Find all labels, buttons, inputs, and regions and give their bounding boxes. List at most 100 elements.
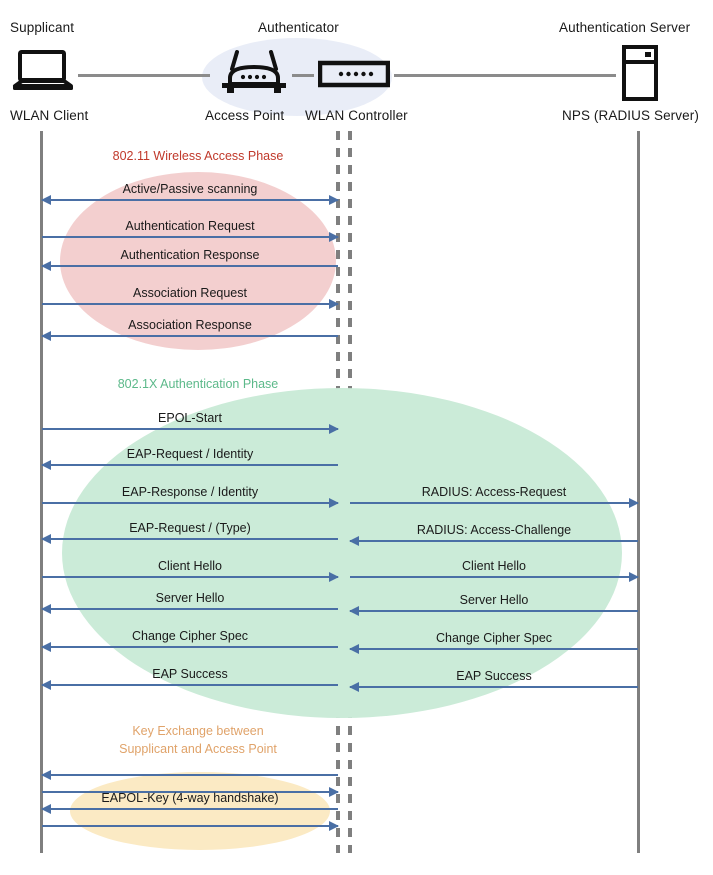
message-label: Server Hello bbox=[459, 593, 529, 607]
message-label: RADIUS: Access-Request bbox=[421, 485, 567, 499]
message-label: RADIUS: Access-Challenge bbox=[416, 523, 572, 537]
message-label: Active/Passive scanning bbox=[122, 182, 258, 196]
message-eapol-key-1 bbox=[41, 750, 338, 780]
message-change-cipher-spec-right: Change Cipher Spec bbox=[349, 624, 638, 654]
arrowhead-left-icon bbox=[41, 534, 51, 544]
phase-label-key-exchange-line1: Key Exchange between bbox=[132, 724, 264, 738]
actor-name-wlan-controller: WLAN Controller bbox=[305, 108, 408, 123]
phase-blob-key-exchange bbox=[70, 772, 330, 850]
arrowhead-right-icon bbox=[329, 299, 339, 309]
actor-role-authentication-server: Authentication Server bbox=[559, 20, 691, 35]
message-line bbox=[42, 576, 338, 578]
message-label: Authentication Response bbox=[120, 248, 260, 262]
phase-label-802-11: 802.11 Wireless Access Phase bbox=[112, 149, 284, 163]
arrowhead-right-icon bbox=[329, 424, 339, 434]
message-line bbox=[42, 199, 338, 201]
lifeline-auth-server bbox=[637, 131, 640, 853]
message-line bbox=[350, 610, 638, 612]
message-label: Change Cipher Spec bbox=[435, 631, 553, 645]
message-client-hello-left: Client Hello bbox=[42, 552, 339, 582]
message-line bbox=[42, 791, 338, 793]
message-authentication-response: Authentication Response bbox=[41, 241, 338, 271]
phase-blob-802-11 bbox=[60, 172, 336, 350]
arrowhead-left-icon bbox=[41, 770, 51, 780]
message-change-cipher-spec-left: Change Cipher Spec bbox=[41, 622, 338, 652]
wireless-access-point-icon bbox=[222, 50, 286, 93]
message-line bbox=[42, 774, 338, 776]
message-line bbox=[42, 608, 338, 610]
actor-name-wlan-client: WLAN Client bbox=[10, 108, 89, 123]
message-eap-response-identity: EAP-Response / Identity bbox=[42, 478, 339, 508]
server-tower-icon bbox=[622, 45, 658, 101]
message-label: EAP-Request / (Type) bbox=[129, 521, 251, 535]
message-line bbox=[350, 648, 638, 650]
network-switch-icon bbox=[318, 60, 390, 88]
wire-ap-to-controller bbox=[292, 74, 314, 77]
message-radius-access-request: RADIUS: Access-Request bbox=[350, 478, 639, 508]
message-eap-request-identity: EAP-Request / Identity bbox=[41, 440, 338, 470]
message-label: Authentication Request bbox=[125, 219, 255, 233]
message-label: EAP Success bbox=[152, 667, 228, 681]
message-line bbox=[42, 303, 338, 305]
laptop-icon bbox=[13, 50, 73, 90]
message-line bbox=[42, 428, 338, 430]
actor-name-nps-radius-server: NPS (RADIUS Server) bbox=[562, 108, 699, 123]
message-active-passive-scanning: Active/Passive scanning bbox=[41, 175, 339, 205]
message-line bbox=[350, 540, 638, 542]
lifeline-supplicant bbox=[40, 131, 43, 853]
message-association-request: Association Request bbox=[42, 279, 339, 309]
arrowhead-left-icon bbox=[349, 644, 359, 654]
arrowhead-left-icon bbox=[41, 680, 51, 690]
message-line bbox=[42, 646, 338, 648]
message-eapol-key-4 bbox=[42, 801, 339, 831]
message-server-hello-right: Server Hello bbox=[349, 586, 638, 616]
message-line bbox=[350, 576, 638, 578]
arrowhead-right-icon bbox=[329, 232, 339, 242]
arrowhead-left-icon bbox=[41, 642, 51, 652]
arrowhead-right-icon bbox=[329, 572, 339, 582]
wire-client-to-ap bbox=[78, 74, 210, 77]
message-line bbox=[42, 684, 338, 686]
message-label: Server Hello bbox=[155, 591, 225, 605]
message-line bbox=[350, 686, 638, 688]
message-association-response: Association Response bbox=[41, 311, 338, 341]
message-label: Change Cipher Spec bbox=[131, 629, 249, 643]
message-eapol-key-2 bbox=[42, 767, 339, 797]
message-line bbox=[42, 335, 338, 337]
message-server-hello-left: Server Hello bbox=[41, 584, 338, 614]
phase-blob-802-1x bbox=[62, 388, 622, 718]
message-label: Association Response bbox=[128, 318, 252, 332]
message-eap-success-right: EAP Success bbox=[349, 662, 638, 692]
actor-role-authenticator: Authenticator bbox=[258, 20, 339, 35]
arrowhead-left-icon bbox=[41, 804, 51, 814]
message-label: Association Request bbox=[133, 286, 247, 300]
message-label: EAP-Response / Identity bbox=[121, 485, 259, 499]
authenticator-group-blob bbox=[202, 38, 392, 116]
actor-name-access-point: Access Point bbox=[205, 108, 285, 123]
arrowhead-left-icon bbox=[41, 195, 51, 205]
phase-label-key-exchange-line2: Supplicant and Access Point bbox=[119, 742, 277, 756]
arrowhead-left-icon bbox=[41, 261, 51, 271]
message-label: EAP Success bbox=[456, 669, 532, 683]
message-eapol-key-3: EAPOL-Key (4-way handshake) bbox=[41, 784, 338, 814]
message-line bbox=[42, 464, 338, 466]
message-line bbox=[42, 236, 338, 238]
arrowhead-right-icon bbox=[329, 195, 339, 205]
message-label: Client Hello bbox=[158, 559, 222, 573]
message-line bbox=[42, 502, 338, 504]
message-line bbox=[42, 825, 338, 827]
arrowhead-left-icon bbox=[41, 331, 51, 341]
message-label: Client Hello bbox=[462, 559, 526, 573]
message-label: EPOL-Start bbox=[158, 411, 222, 425]
wire-controller-to-server bbox=[394, 74, 616, 77]
actor-role-supplicant: Supplicant bbox=[10, 20, 75, 35]
message-label: EAP-Request / Identity bbox=[126, 447, 254, 461]
arrowhead-right-icon bbox=[329, 787, 339, 797]
message-label: EAPOL-Key (4-way handshake) bbox=[101, 791, 279, 805]
arrowhead-right-icon bbox=[629, 572, 639, 582]
message-line bbox=[42, 265, 338, 267]
arrowhead-left-icon bbox=[349, 536, 359, 546]
arrowhead-right-icon bbox=[629, 498, 639, 508]
message-eap-success-left: EAP Success bbox=[41, 660, 338, 690]
message-eap-request-type: EAP-Request / (Type) bbox=[41, 514, 338, 544]
